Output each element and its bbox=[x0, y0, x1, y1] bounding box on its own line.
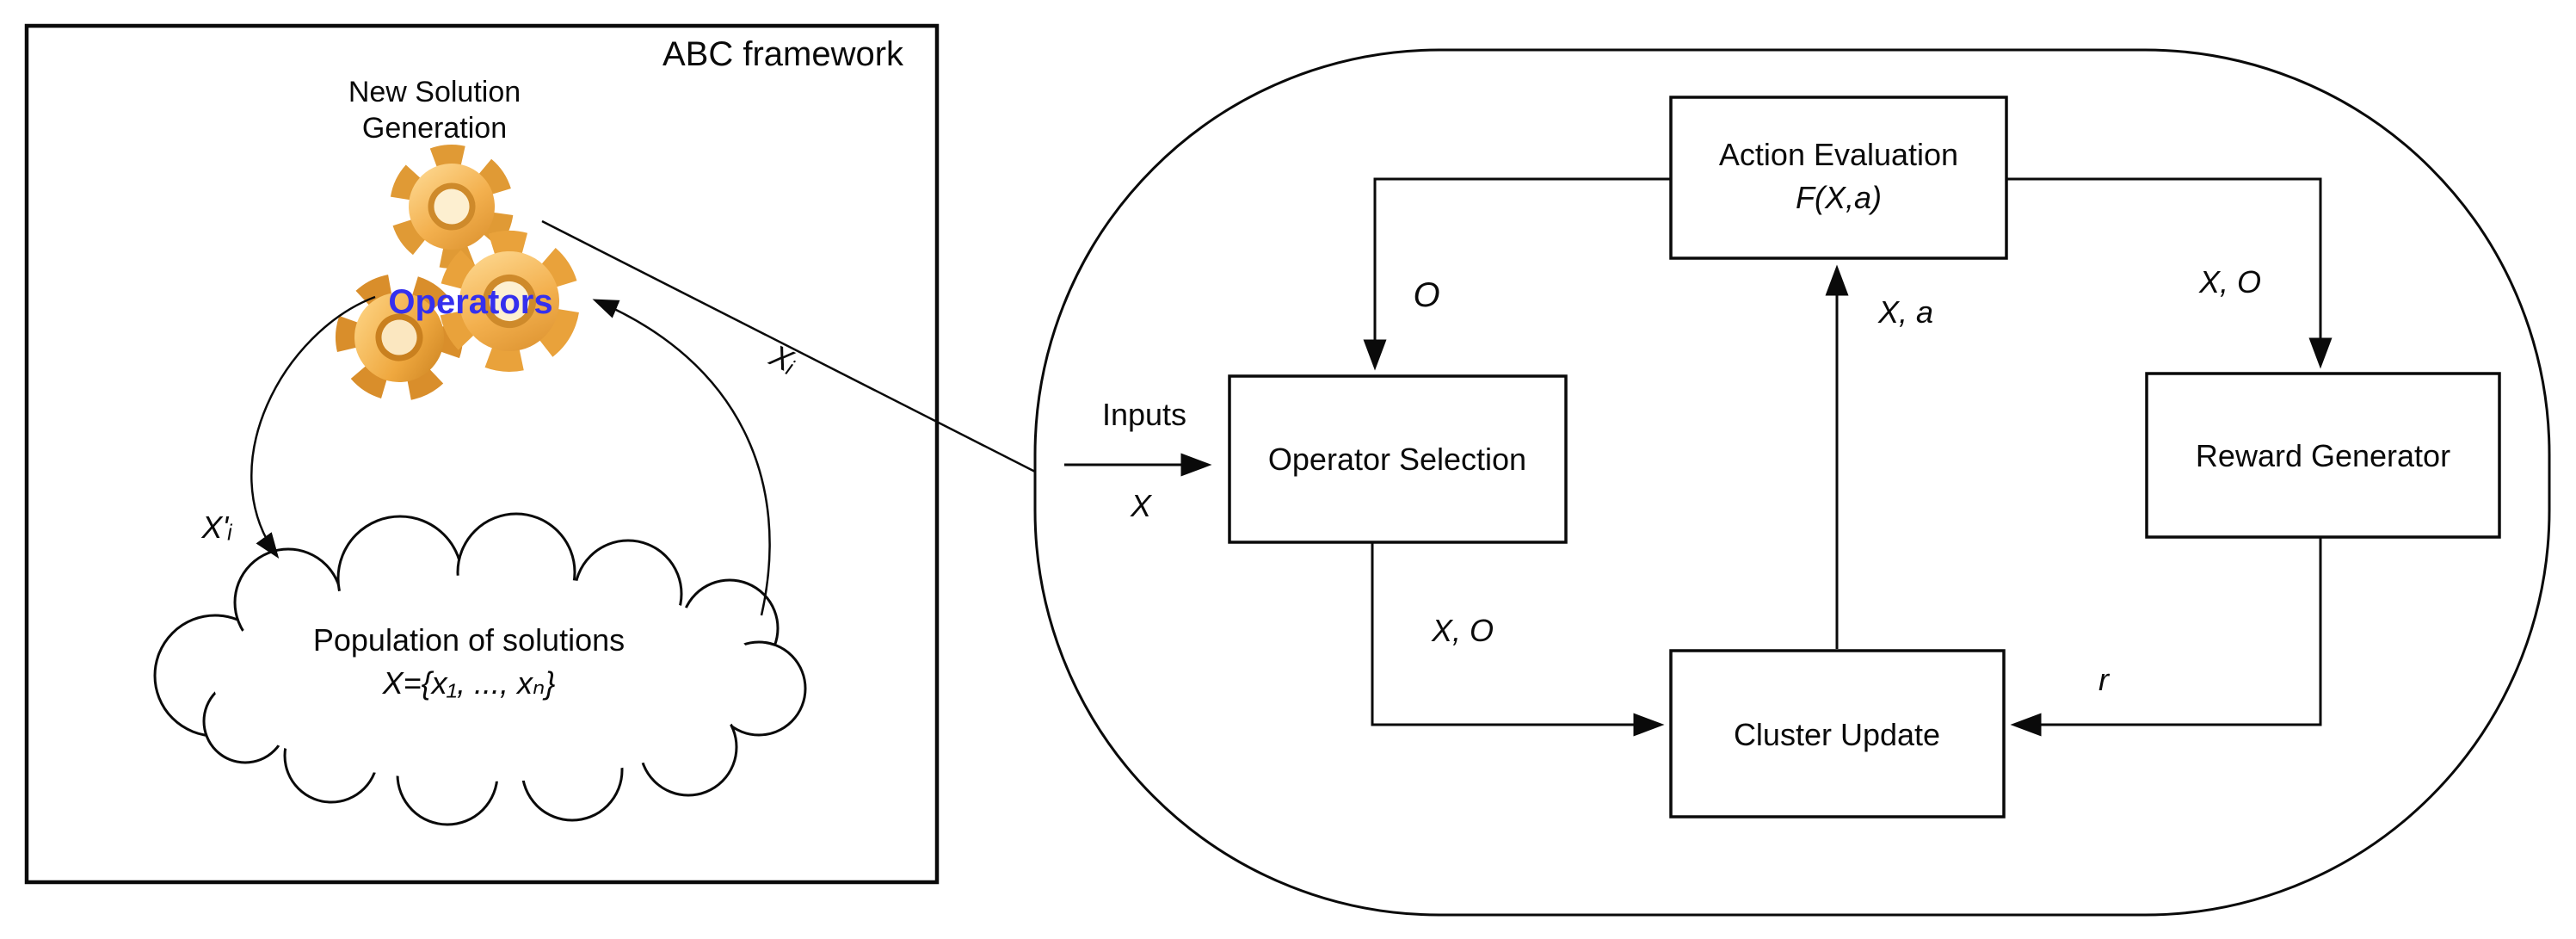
edge-label-o: O bbox=[1413, 276, 1439, 314]
edge-operator-selection-to-cluster-update bbox=[1371, 542, 1665, 737]
edge-label-x-a: X, a bbox=[1877, 294, 1933, 330]
edge-reward-generator-to-cluster-update bbox=[2010, 537, 2322, 737]
edge-label-x-prime-i: X'ᵢ bbox=[200, 510, 232, 545]
edge-label-x-o-bottom: X, O bbox=[1431, 613, 1494, 648]
control-loop-panel: Inputs X O X, O X, a X, O r Action Evalu… bbox=[1033, 48, 2551, 917]
new-solution-generation-label-line2: Generation bbox=[362, 112, 507, 145]
inputs-value-label: X bbox=[1130, 488, 1153, 523]
edge-cloud-to-operators bbox=[592, 299, 771, 616]
reward-generator-label: Reward Generator bbox=[2196, 438, 2450, 473]
cluster-update-label: Cluster Update bbox=[1734, 717, 1940, 752]
edge-capsule-to-gears bbox=[541, 219, 1036, 473]
edge-label-x-o-top: X, O bbox=[2198, 264, 2261, 300]
node-reward-generator: Reward Generator bbox=[2145, 372, 2501, 539]
action-evaluation-function-label: F(X,a) bbox=[1796, 180, 1882, 215]
cloud-inner-mask bbox=[213, 575, 760, 781]
node-action-evaluation: Action Evaluation F(X,a) bbox=[1669, 96, 2008, 260]
edge-operators-to-cloud bbox=[250, 295, 376, 559]
new-solution-generation-label-line1: New Solution bbox=[348, 76, 521, 108]
population-cloud: Population of solutions X={x₁, ..., xₙ} bbox=[153, 512, 807, 826]
action-evaluation-label: Action Evaluation bbox=[1719, 137, 1958, 172]
edge-label-r: r bbox=[2098, 662, 2111, 697]
node-operator-selection: Operator Selection bbox=[1228, 374, 1568, 544]
operators-label: Operators bbox=[388, 283, 552, 321]
operator-selection-label: Operator Selection bbox=[1268, 442, 1526, 477]
node-cluster-update: Cluster Update bbox=[1669, 649, 2006, 819]
population-cloud-label-line2: X={x₁, ..., xₙ} bbox=[382, 665, 556, 701]
edge-action-evaluation-to-operator-selection bbox=[1363, 177, 1671, 371]
inputs-label: Inputs bbox=[1102, 397, 1186, 432]
control-loop-border bbox=[1033, 48, 2551, 917]
abc-framework-panel: ABC framework New Solution Generation bbox=[24, 23, 940, 885]
population-cloud-label-line1: Population of solutions bbox=[313, 622, 625, 658]
abc-framework-title: ABC framework bbox=[662, 35, 904, 73]
edge-action-evaluation-to-reward-generator bbox=[2006, 177, 2333, 369]
